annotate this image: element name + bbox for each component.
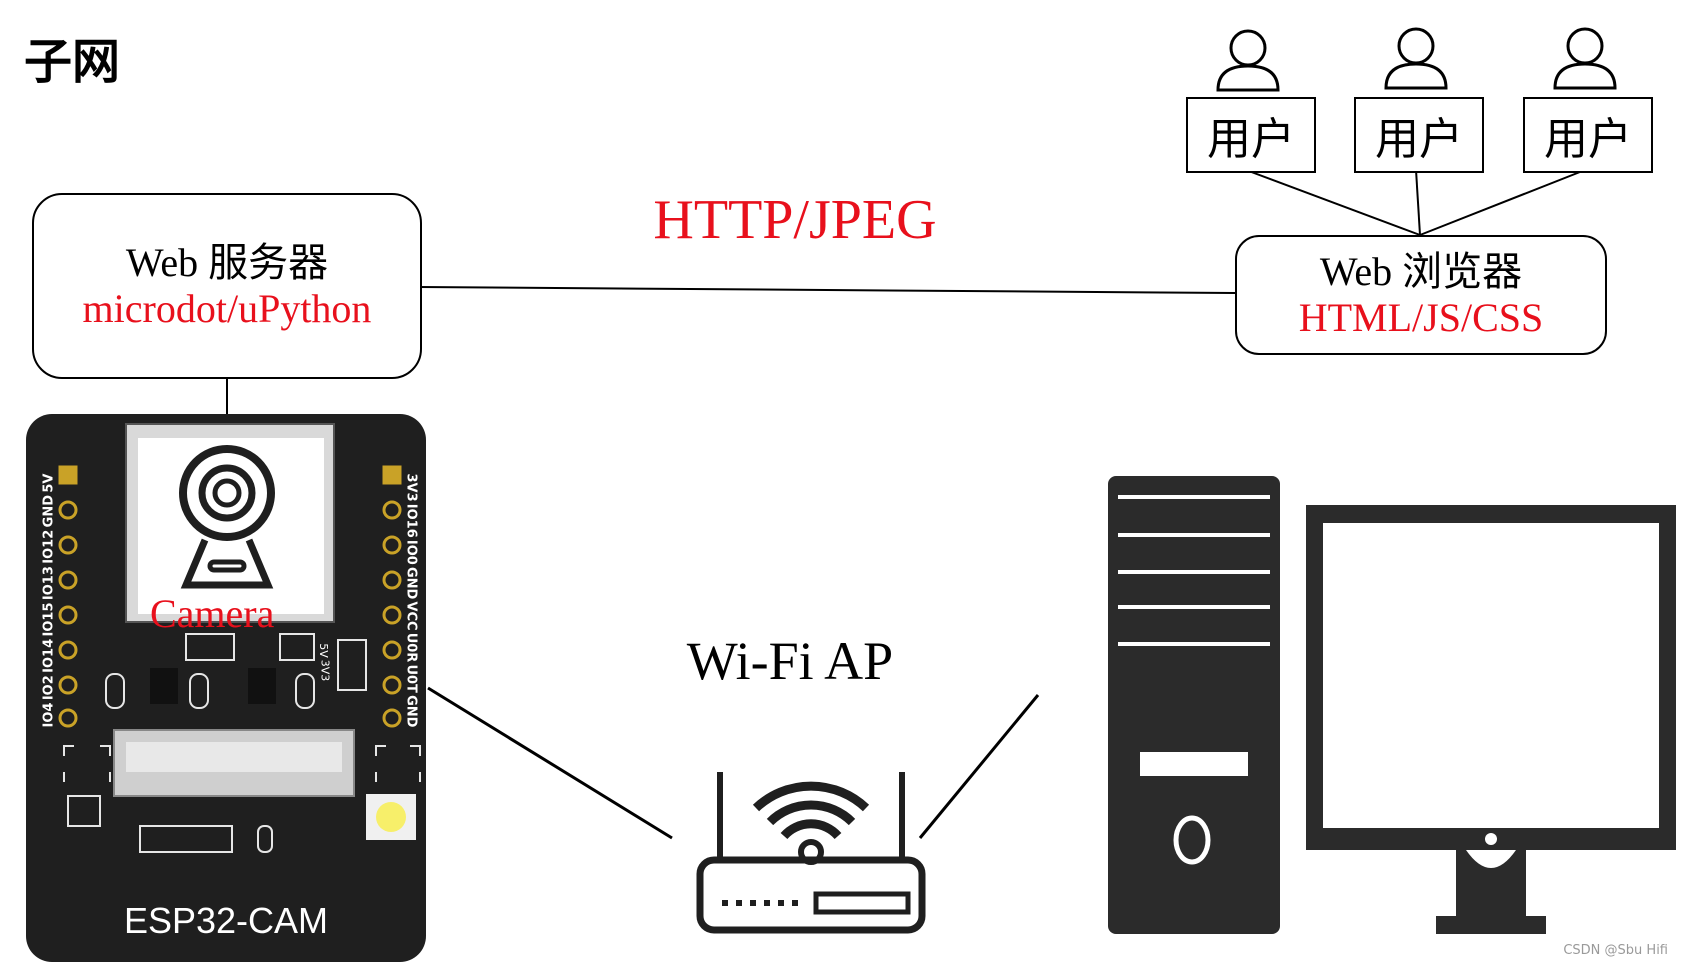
desktop-tower-icon bbox=[1108, 476, 1280, 934]
watermark: CSDN @Sbu Hifi bbox=[1563, 943, 1668, 958]
user-box: 用户 bbox=[1354, 97, 1484, 173]
server-subtitle: microdot/uPython bbox=[82, 286, 372, 331]
connector-user-2 bbox=[1415, 169, 1421, 236]
right-pin-label: VCC bbox=[403, 601, 419, 631]
protocol-label: HTTP/JPEG bbox=[653, 189, 937, 251]
user-box: 用户 bbox=[1186, 97, 1316, 173]
server-title: Web 服务器 bbox=[125, 240, 329, 285]
right-pin-label: IO0 bbox=[403, 539, 419, 565]
right-pin-label: 3V3 bbox=[403, 473, 419, 502]
left-pin-label: IO14 bbox=[41, 638, 57, 673]
camera-label: Camera bbox=[150, 591, 275, 636]
monitor-icon bbox=[1306, 505, 1676, 934]
left-pin-label: IO12 bbox=[41, 529, 57, 564]
connector-server-browser bbox=[417, 286, 1236, 294]
web-browser-box: Web 浏览器 HTML/JS/CSS bbox=[1235, 235, 1607, 355]
right-pin-label: GND bbox=[403, 566, 419, 600]
left-pin-holes bbox=[58, 465, 78, 728]
left-pin-label: IO15 bbox=[41, 602, 57, 637]
connector-router-pc bbox=[918, 694, 1040, 839]
right-pin-label: GND bbox=[403, 695, 419, 728]
left-pin-label: IO13 bbox=[41, 566, 57, 601]
right-pin-label: U0R bbox=[403, 632, 419, 663]
wifi-ap-label: Wi-Fi AP bbox=[686, 631, 894, 691]
right-pin-label: IO16 bbox=[403, 503, 419, 538]
camera-icon bbox=[179, 445, 275, 589]
user-box: 用户 bbox=[1523, 97, 1653, 173]
user-icon bbox=[1384, 27, 1448, 90]
left-pin-label: GND bbox=[41, 495, 57, 528]
page-title: 子网 bbox=[24, 34, 121, 90]
right-pin-label: U0T bbox=[403, 664, 419, 693]
left-pin-label: IO2 bbox=[41, 675, 57, 701]
silk-label-3v3: 3V3 bbox=[318, 659, 332, 682]
connector-board-router bbox=[427, 686, 673, 840]
browser-subtitle: HTML/JS/CSS bbox=[1298, 295, 1544, 340]
left-pin-label: 5V bbox=[41, 473, 57, 493]
user-icon bbox=[1553, 27, 1617, 90]
browser-title: Web 浏览器 bbox=[1319, 249, 1523, 294]
user-icon bbox=[1216, 29, 1280, 92]
board-name: ESP32-CAM bbox=[123, 900, 329, 941]
left-pin-label: IO4 bbox=[41, 702, 57, 728]
web-server-box: Web 服务器 microdot/uPython bbox=[32, 193, 422, 379]
silk-label-5v: 5V bbox=[316, 643, 330, 658]
connector-user-1 bbox=[1245, 169, 1421, 236]
esp32-cam-board bbox=[26, 414, 426, 962]
wifi-router-icon bbox=[696, 772, 926, 934]
connector-user-3 bbox=[1419, 169, 1586, 236]
right-pin-holes bbox=[382, 465, 402, 728]
